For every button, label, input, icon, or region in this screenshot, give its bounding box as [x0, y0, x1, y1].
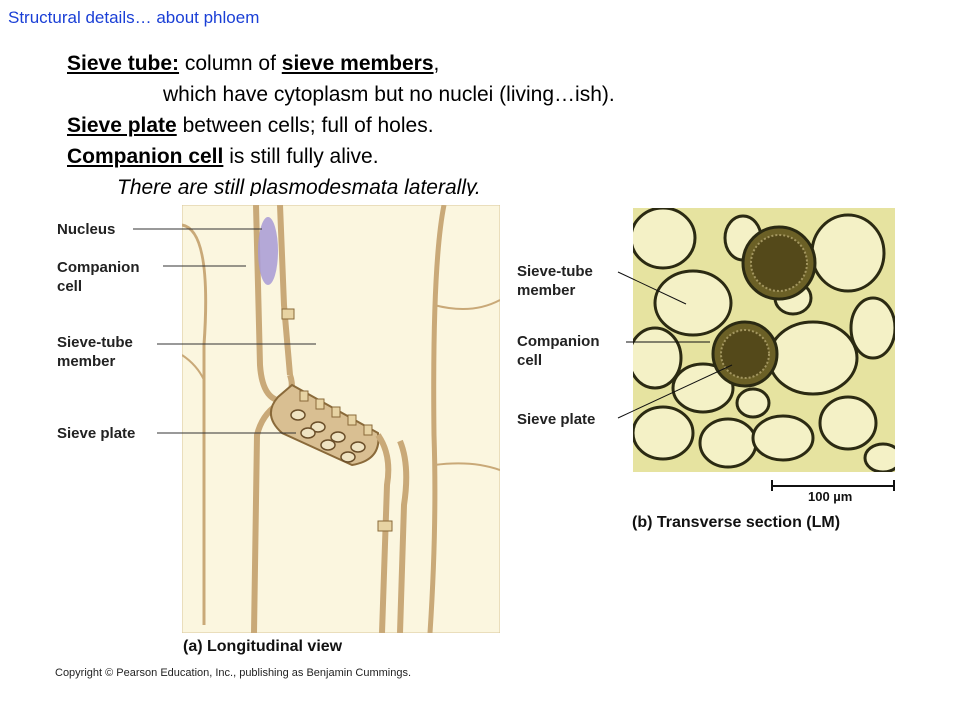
scale-bar-label: 100 µm	[808, 489, 853, 504]
bullet-text: column of	[179, 52, 282, 75]
label-sieve-plate-b: Sieve plate	[517, 411, 596, 428]
caption-longitudinal-view: (a) Longitudinal view	[183, 638, 343, 655]
term-companion-cell: Companion cell	[67, 145, 224, 168]
bullet-line-5: There are still plasmodesmata laterally.	[117, 176, 481, 196]
copyright-notice: Copyright © Pearson Education, Inc., pub…	[55, 667, 412, 679]
bullet-text: ,	[433, 52, 440, 75]
caption-transverse-section: (b) Transverse section (LM)	[632, 514, 841, 531]
label-sieve-plate-a: Sieve plate	[57, 425, 136, 442]
longitudinal-view-illustration	[182, 205, 500, 633]
bullet-line-1: Sieve tube: column of sieve members,	[67, 48, 615, 79]
label-companion-cell-b: Companion cell	[517, 333, 600, 369]
slide-title: Structural details… about phloem	[8, 8, 260, 27]
label-nucleus: Nucleus	[57, 221, 116, 238]
label-sieve-tube-member-b: Sieve-tube member	[517, 263, 593, 299]
bullet-text: is still fully alive.	[223, 145, 379, 168]
term-sieve-tube: Sieve tube:	[67, 52, 180, 75]
figure-b-leaders	[617, 271, 733, 419]
bullet-line-2: which have cytoplasm but no nuclei (livi…	[163, 83, 615, 106]
nucleus-shape	[258, 217, 278, 285]
transverse-section-micrograph	[633, 208, 895, 472]
bullet-text: between cells; full of holes.	[176, 114, 434, 137]
figure-a-leaders	[133, 228, 316, 434]
scale-bar	[771, 480, 895, 491]
bullet-list: Sieve tube: column of sieve members, whi…	[67, 48, 615, 196]
label-companion-cell-a: Companion cell	[57, 259, 140, 295]
term-sieve-members: sieve members	[281, 52, 434, 75]
term-sieve-plate: Sieve plate	[67, 114, 177, 137]
bullet-line-3: Sieve plate between cells; full of holes…	[67, 110, 615, 141]
bullet-line-4: Companion cell is still fully alive.	[67, 141, 615, 172]
label-sieve-tube-member-a: Sieve-tube member	[57, 334, 133, 370]
